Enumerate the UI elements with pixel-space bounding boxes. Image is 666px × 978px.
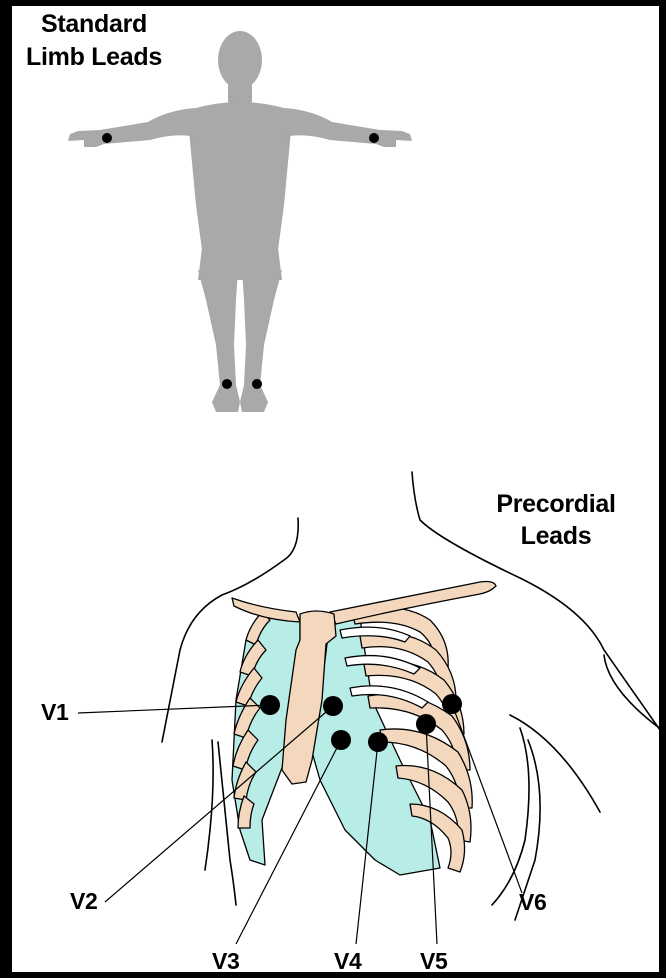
left-leg (198, 270, 240, 412)
rib-cage (232, 582, 496, 876)
precordial-title-line2: Leads (476, 520, 636, 552)
v2-leader (105, 706, 333, 902)
lead-label-v3: V3 (212, 948, 240, 974)
lead-label-v1: V1 (41, 699, 69, 725)
right-arm (280, 108, 412, 147)
lead-label-v5: V5 (420, 948, 448, 974)
limb-leads-title: Standard Limb Leads (14, 8, 174, 74)
lead-label-v4: V4 (334, 948, 362, 974)
limb-title-line2: Limb Leads (14, 41, 174, 74)
head (218, 31, 262, 89)
electrode-v2 (323, 696, 343, 716)
body-silhouette (68, 31, 412, 412)
electrode-left-arm (369, 133, 379, 143)
electrode-v6 (442, 694, 462, 714)
right-leg (240, 270, 282, 412)
electrode-v4 (368, 732, 388, 752)
electrode-v3 (331, 730, 351, 750)
lead-label-v2: V2 (70, 888, 98, 914)
limb-title-line1: Standard (14, 8, 174, 41)
electrode-v5 (416, 714, 436, 734)
electrode-v1 (260, 695, 280, 715)
torso (188, 102, 292, 250)
electrode-left-leg (252, 379, 262, 389)
left-arm (68, 108, 200, 147)
electrode-right-arm (102, 133, 112, 143)
precordial-title-line1: Precordial (476, 488, 636, 520)
lead-label-v6: V6 (519, 889, 547, 915)
precordial-leads-title: Precordial Leads (476, 488, 636, 552)
electrode-right-leg (222, 379, 232, 389)
